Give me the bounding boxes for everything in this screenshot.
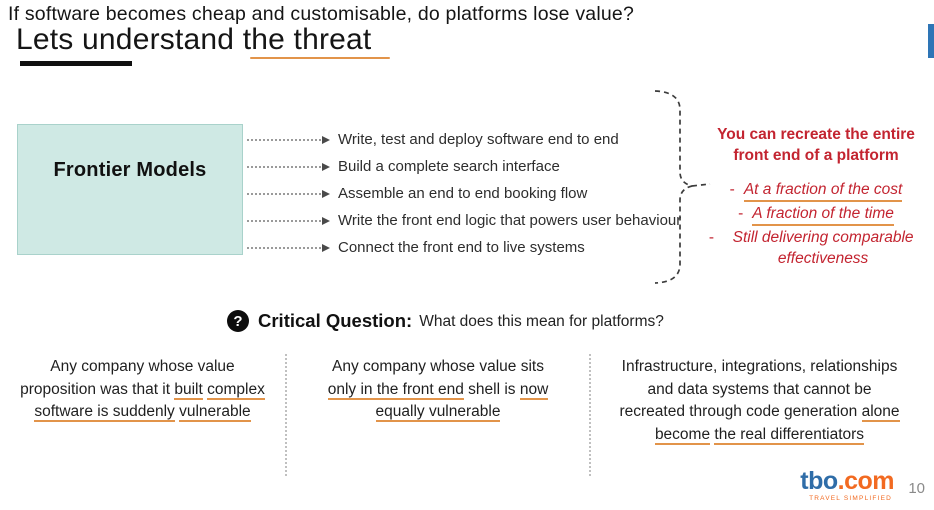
critical-question-row: ? Critical Question: What does this mean…	[227, 310, 664, 332]
conclusion-heading: You can recreate the entire front end of…	[717, 126, 915, 164]
text-run: Any company whose value sits	[332, 358, 544, 375]
capability-row: Build a complete search interface	[247, 153, 687, 180]
underlined-phrase: complex software is suddenly	[34, 380, 265, 422]
tbo-logo-text: tbo.com	[800, 466, 895, 495]
conclusion-point-text: Still delivering comparable effectivenes…	[732, 229, 914, 267]
dash-marker: -	[738, 205, 744, 222]
dash-marker: -	[729, 181, 735, 198]
title-black-underline	[20, 61, 132, 66]
arrowhead-icon	[322, 189, 330, 198]
conclusion-panel: You can recreate the entire front end of…	[700, 124, 932, 270]
tbo-logo: tbo.com TRAVEL SIMPLIFIED	[800, 466, 895, 503]
conclusion-point: - A fraction of the time	[700, 203, 932, 226]
capability-label: Write, test and deploy software end to e…	[338, 131, 619, 148]
arrowhead-icon	[322, 135, 330, 144]
capability-list: Write, test and deploy software end to e…	[247, 126, 687, 261]
capability-row: Write the front end logic that powers us…	[247, 207, 687, 234]
dotted-connector-line	[247, 138, 321, 141]
takeaway-column-1: Any company whose value proposition was …	[0, 356, 285, 424]
takeaway-columns: Any company whose value proposition was …	[0, 354, 934, 476]
dashed-brace	[654, 90, 711, 284]
frontier-models-label: Frontier Models	[53, 159, 207, 181]
logo-primary: tbo	[800, 466, 838, 495]
conclusion-point: - Still delivering comparable effectiven…	[700, 227, 932, 269]
takeaway-column-3: Infrastructure, integrations, relationsh…	[591, 356, 928, 446]
critical-question-text: What does this mean for platforms?	[419, 313, 664, 330]
capability-label: Assemble an end to end booking flow	[338, 185, 588, 202]
underlined-phrase: only in the front end	[327, 380, 464, 400]
capability-row: Connect the front end to live systems	[247, 234, 687, 261]
conclusion-point-text: A fraction of the time	[752, 203, 894, 226]
underlined-phrase: alone become	[654, 403, 900, 445]
subtitle-orange-underline	[250, 57, 390, 59]
capability-row: Assemble an end to end booking flow	[247, 180, 687, 207]
logo-tagline: TRAVEL SIMPLIFIED	[809, 494, 892, 502]
dotted-connector-line	[247, 192, 321, 195]
dotted-connector-line	[247, 165, 321, 168]
slide-title: If software becomes cheap and customisab…	[8, 3, 635, 25]
conclusion-point-text: At a fraction of the cost	[743, 179, 903, 202]
capability-label: Write the front end logic that powers us…	[338, 212, 682, 229]
arrowhead-icon	[322, 243, 330, 252]
capability-row: Write, test and deploy software end to e…	[247, 126, 687, 153]
conclusion-points: - At a fraction of the cost - A fraction…	[700, 179, 932, 269]
capability-label: Connect the front end to live systems	[338, 239, 585, 256]
underlined-phrase: now equally vulnerable	[375, 380, 549, 422]
logo-suffix: .com	[837, 466, 895, 495]
frontier-models-box: Frontier Models	[17, 124, 243, 255]
underlined-phrase: vulnerable	[179, 403, 251, 422]
dotted-connector-line	[247, 219, 321, 222]
text-run: shell is	[463, 380, 520, 398]
underlined-phrase: the real differentiators	[714, 425, 865, 445]
page-number: 10	[908, 480, 925, 497]
column-divider	[589, 354, 591, 476]
underlined-phrase: built	[174, 380, 203, 400]
question-mark-icon: ?	[227, 310, 249, 332]
arrowhead-icon	[322, 162, 330, 171]
edge-accent-bar	[928, 24, 934, 58]
takeaway-column-2: Any company whose value sits only in the…	[287, 356, 589, 424]
dash-marker: -	[708, 229, 715, 246]
conclusion-point: - At a fraction of the cost	[700, 179, 932, 202]
slide-subtitle: Lets understand the threat	[16, 23, 372, 56]
arrowhead-icon	[322, 216, 330, 225]
capability-label: Build a complete search interface	[338, 158, 560, 175]
text-run: Any company whose value proposition was …	[20, 358, 235, 398]
column-divider	[285, 354, 287, 476]
dotted-connector-line	[247, 246, 321, 249]
text-run: Infrastructure, integrations, relationsh…	[619, 358, 898, 420]
critical-question-label: Critical Question:	[258, 310, 413, 331]
